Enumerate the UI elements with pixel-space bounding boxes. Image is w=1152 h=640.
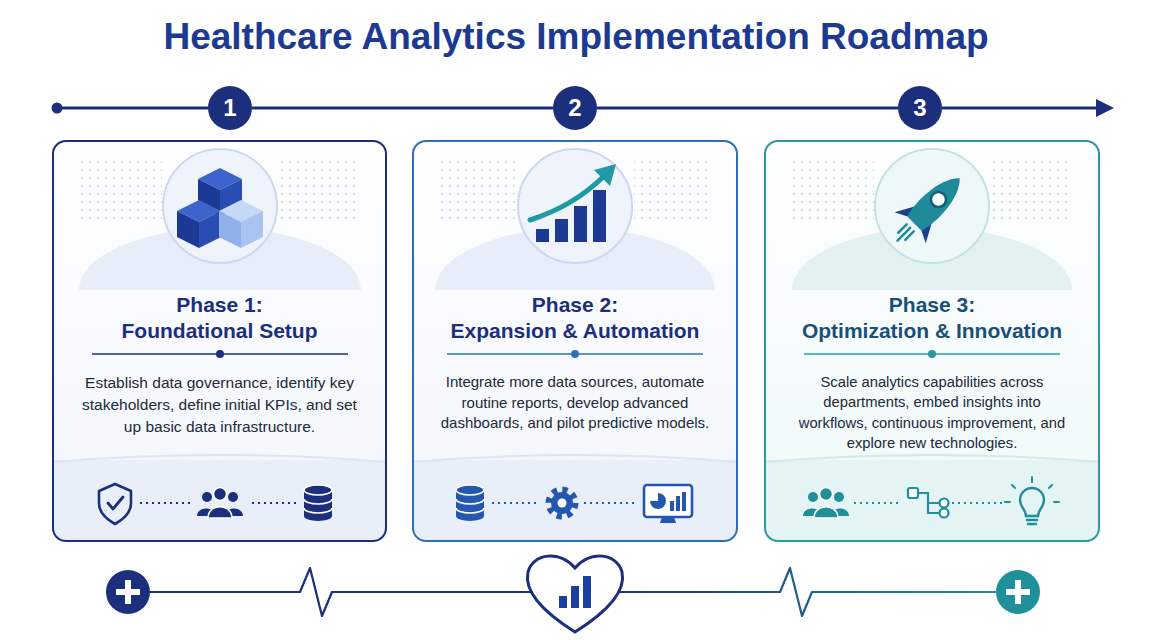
phase-card: Phase 3: Optimization & InnovationScale … [764,140,1100,542]
phase-description: Integrate more data sources, automate ro… [414,372,736,434]
step-number-circle: 3 [898,86,942,130]
phase-heading: Phase 3: Optimization & Innovation [766,292,1098,344]
phase-heading: Phase 2: Expansion & Automation [414,292,736,344]
phase-card: Phase 1: Foundational SetupEstablish dat… [52,140,387,542]
step-number: 3 [913,96,926,120]
step-number-circle: 2 [553,86,597,130]
step-number-circle: 1 [208,86,252,130]
phase-description: Scale analytics capabilities across depa… [766,372,1098,453]
timeline-connector [252,107,553,110]
phase-card: Phase 2: Expansion & AutomationIntegrate… [412,140,738,542]
timeline-connector [597,107,898,110]
phase-heading: Phase 1: Foundational Setup [54,292,385,344]
step-number: 1 [223,96,236,120]
phase-description: Establish data governance, identify key … [54,372,385,438]
step-number: 2 [568,96,581,120]
diagram-title: Healthcare Analytics Implementation Road… [0,16,1152,58]
